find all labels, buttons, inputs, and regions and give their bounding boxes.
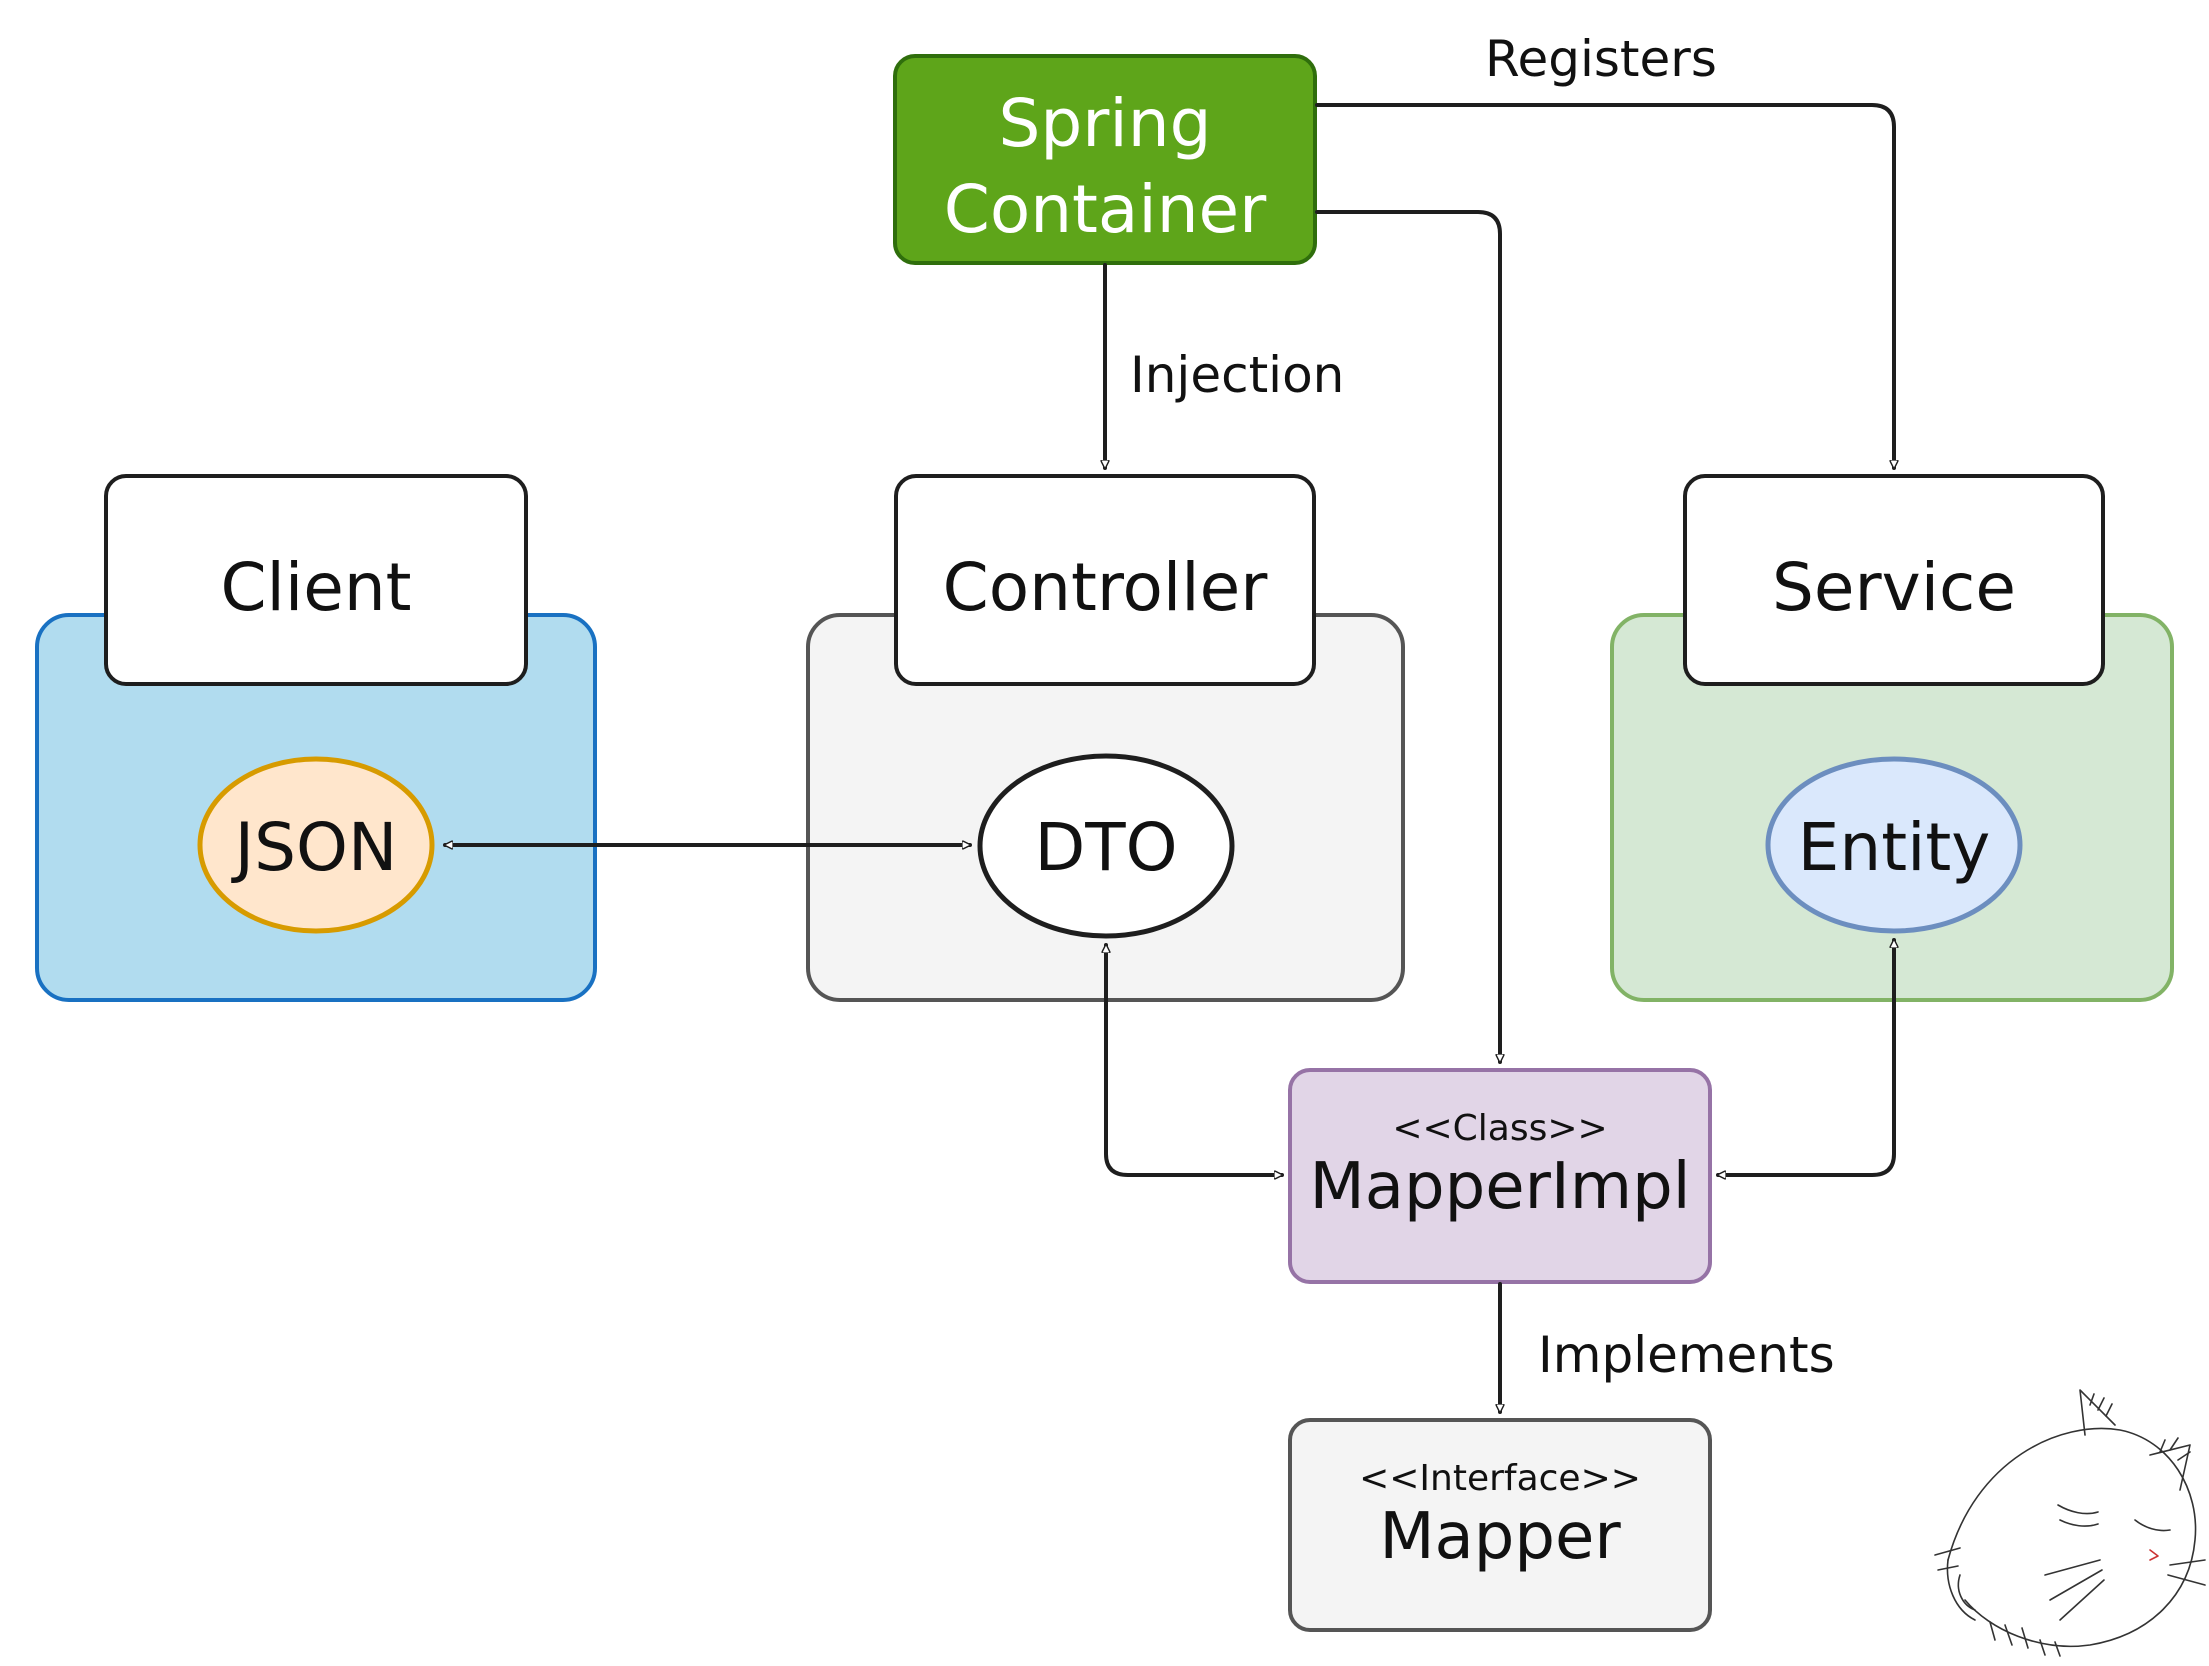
mapper-stereotype: <<Interface>> — [1359, 1458, 1641, 1499]
service-label: Service — [1772, 549, 2016, 626]
client-box[interactable] — [104, 474, 528, 686]
entity-node[interactable] — [1765, 756, 2023, 934]
service-box[interactable] — [1683, 474, 2105, 686]
registers-label: Registers — [1485, 30, 1717, 88]
spring-container-label-line2: Container — [944, 171, 1267, 248]
registers-arrow — [1315, 103, 1894, 470]
entity-mapperimpl-arrow — [1716, 938, 1894, 1175]
entity-label: Entity — [1798, 809, 1991, 886]
dto-node[interactable] — [977, 753, 1235, 939]
dto-label: DTO — [1034, 809, 1177, 886]
mapper-impl-label: MapperImpl — [1310, 1150, 1691, 1224]
json-label: JSON — [231, 809, 398, 886]
controller-label: Controller — [943, 549, 1269, 626]
mapper-impl-stereotype: <<Class>> — [1392, 1108, 1607, 1149]
dto-mapperimpl-arrow — [1106, 943, 1284, 1175]
json-node[interactable] — [197, 756, 435, 934]
controller-box[interactable] — [894, 474, 1316, 686]
injection-label: Injection — [1130, 346, 1344, 404]
mapper-box[interactable] — [1288, 1418, 1712, 1632]
mapper-label: Mapper — [1379, 1500, 1621, 1574]
client-label: Client — [220, 549, 411, 626]
spring-to-mapperimpl-arrow — [1315, 210, 1500, 1064]
sleeping-cat-icon — [1934, 1389, 2206, 1657]
implements-label: Implements — [1538, 1326, 1835, 1384]
spring-container-label-line1: Spring — [999, 85, 1212, 162]
